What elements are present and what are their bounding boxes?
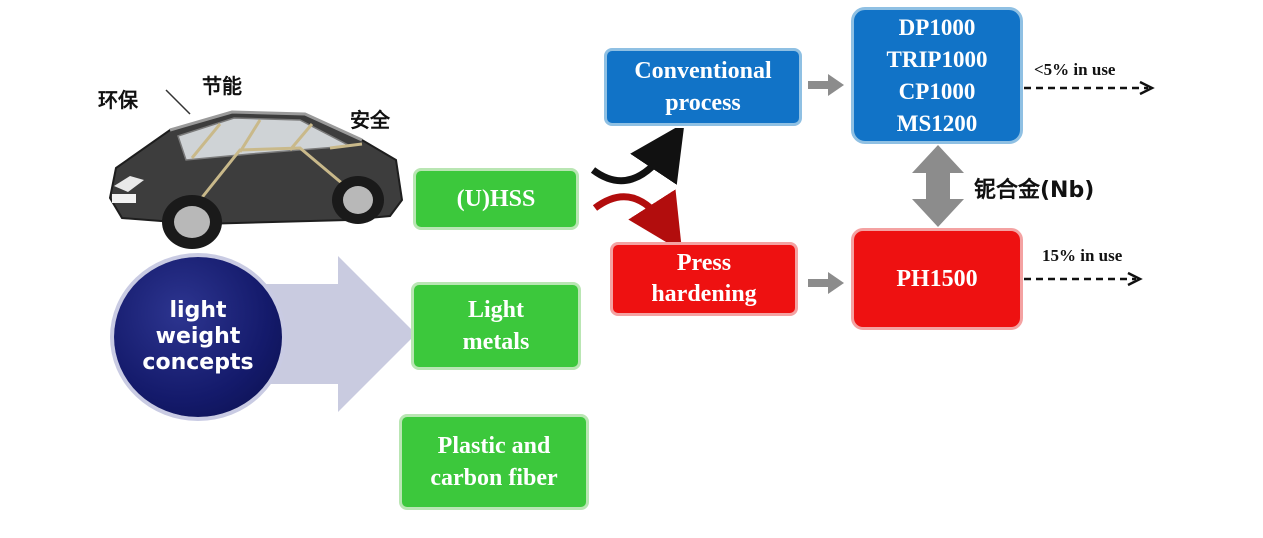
rear-wheel-rim bbox=[343, 186, 373, 214]
label-environment: 环保 bbox=[98, 88, 138, 112]
car-headlight bbox=[114, 176, 144, 192]
label-safety: 安全 bbox=[350, 108, 390, 132]
light-weight-concepts-circle: light weight concepts bbox=[114, 257, 282, 417]
label-pointer-line bbox=[165, 89, 191, 115]
conventional-grades-box: DP1000 TRIP1000 CP1000 MS1200 bbox=[851, 7, 1023, 144]
car-illustration bbox=[108, 110, 404, 249]
usage-press-hardened-arrow bbox=[1024, 271, 1143, 287]
ph1500-box: PH1500 bbox=[851, 228, 1023, 330]
press-hardening-box: Press hardening bbox=[610, 242, 798, 316]
conventional-process-box: Conventional process bbox=[604, 48, 802, 126]
arrow-to-conventional bbox=[590, 128, 685, 185]
label-energy-saving: 节能 bbox=[202, 74, 242, 98]
uhss-box: (U)HSS bbox=[413, 168, 579, 230]
car-frame bbox=[190, 119, 363, 201]
license-plate bbox=[112, 194, 136, 203]
alloy-label: 铌合金(Nb) bbox=[974, 178, 1095, 203]
alloy-double-arrow bbox=[912, 145, 964, 227]
car-roof-frame bbox=[169, 110, 363, 142]
light-metals-box: Light metals bbox=[411, 282, 581, 370]
usage-conventional-arrow bbox=[1024, 80, 1155, 96]
arrow-press-to-ph1500 bbox=[808, 272, 844, 294]
process-split-arrows bbox=[590, 128, 685, 243]
usage-conventional-label: <5% in use bbox=[1034, 60, 1116, 79]
usage-press-hardened-label: 15% in use bbox=[1042, 246, 1123, 265]
arrow-to-press-hardening bbox=[592, 189, 683, 243]
arrow-conventional-to-grades bbox=[808, 74, 844, 96]
plastic-carbon-box: Plastic and carbon fiber bbox=[399, 414, 589, 510]
front-wheel-rim bbox=[174, 206, 210, 238]
